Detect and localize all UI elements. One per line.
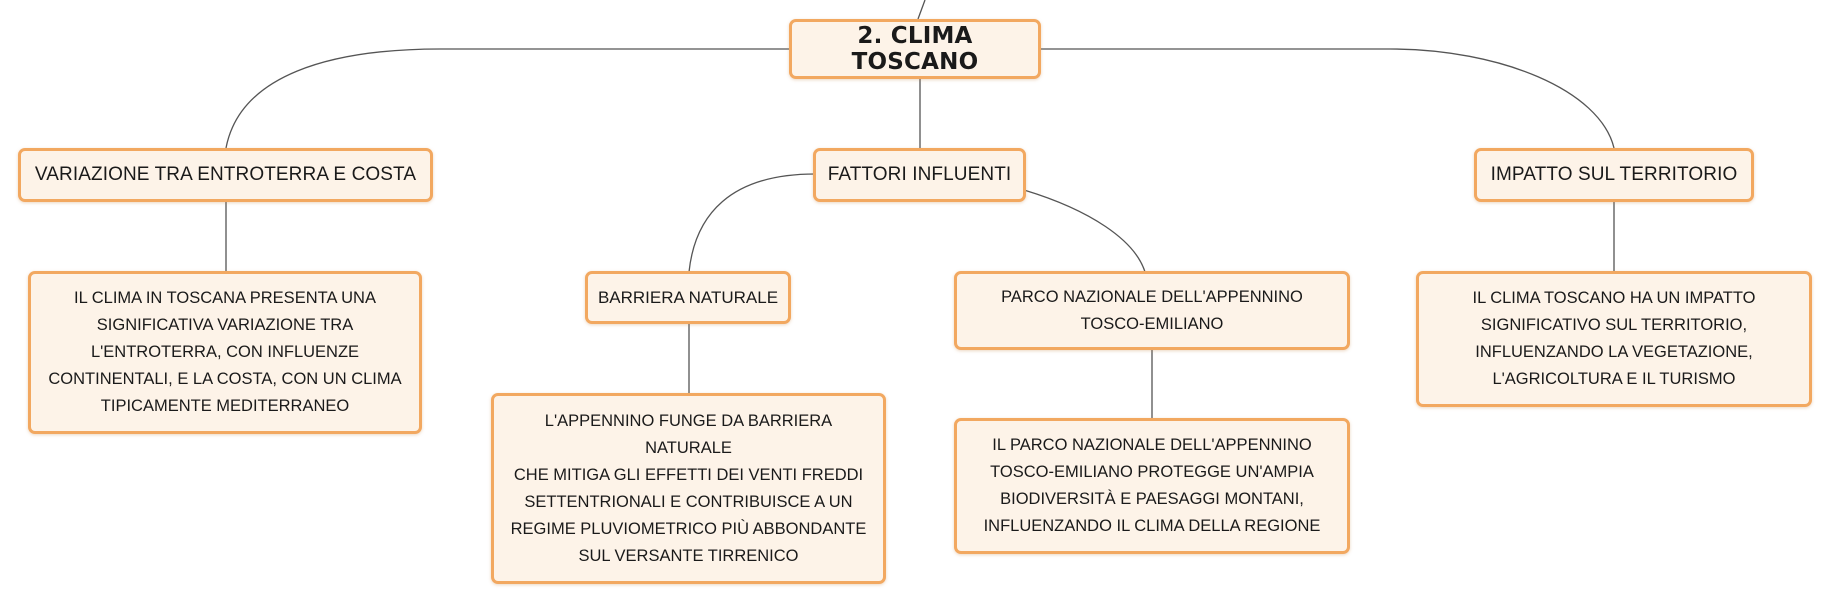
barriera-subtopic-label: BARRIERA NATURALE xyxy=(597,287,779,307)
fattori-topic-node[interactable]: FATTORI INFLUENTI xyxy=(813,148,1026,202)
barriera-note-node[interactable]: L'APPENNINO FUNGE DA BARRIERA NATURALE C… xyxy=(491,393,886,584)
variazione-note-node[interactable]: IL CLIMA IN TOSCANA PRESENTA UNA SIGNIFI… xyxy=(28,271,422,434)
impatto-note-text: IL CLIMA TOSCANO HA UN IMPATTO SIGNIFICA… xyxy=(1472,289,1756,388)
impatto-topic-label: IMPATTO SUL TERRITORIO xyxy=(1490,164,1738,185)
impatto-topic-node[interactable]: IMPATTO SUL TERRITORIO xyxy=(1474,148,1754,202)
connector-root-to-variazione xyxy=(225,48,790,149)
fattori-topic-label: FATTORI INFLUENTI xyxy=(827,164,1012,185)
variazione-note-text: IL CLIMA IN TOSCANA PRESENTA UNA SIGNIFI… xyxy=(48,289,402,415)
parco-subtopic-node[interactable]: PARCO NAZIONALE DELL'APPENNINO TOSCO-EMI… xyxy=(954,271,1350,350)
impatto-note-node[interactable]: IL CLIMA TOSCANO HA UN IMPATTO SIGNIFICA… xyxy=(1416,271,1812,407)
connector-root-to-impatto xyxy=(1040,48,1615,149)
root-topic-node[interactable]: 2. CLIMA TOSCANO xyxy=(789,19,1041,79)
parco-note-text: IL PARCO NAZIONALE DELL'APPENNINO TOSCO-… xyxy=(983,436,1321,535)
variazione-topic-label: VARIAZIONE TRA ENTROTERRA E COSTA xyxy=(34,164,417,185)
parco-subtopic-label: PARCO NAZIONALE DELL'APPENNINO TOSCO-EMI… xyxy=(1001,287,1303,333)
barriera-note-text: L'APPENNINO FUNGE DA BARRIERA NATURALE C… xyxy=(510,411,867,565)
connector-fattori-to-barriera xyxy=(688,173,816,273)
variazione-topic-node[interactable]: VARIAZIONE TRA ENTROTERRA E COSTA xyxy=(18,148,433,202)
parco-note-node[interactable]: IL PARCO NAZIONALE DELL'APPENNINO TOSCO-… xyxy=(954,418,1350,554)
connector-fattori-to-parco xyxy=(1023,189,1146,273)
connector-incoming-root xyxy=(917,0,926,20)
root-topic-label: 2. CLIMA TOSCANO xyxy=(851,23,979,75)
barriera-subtopic-node[interactable]: BARRIERA NATURALE xyxy=(585,271,791,324)
